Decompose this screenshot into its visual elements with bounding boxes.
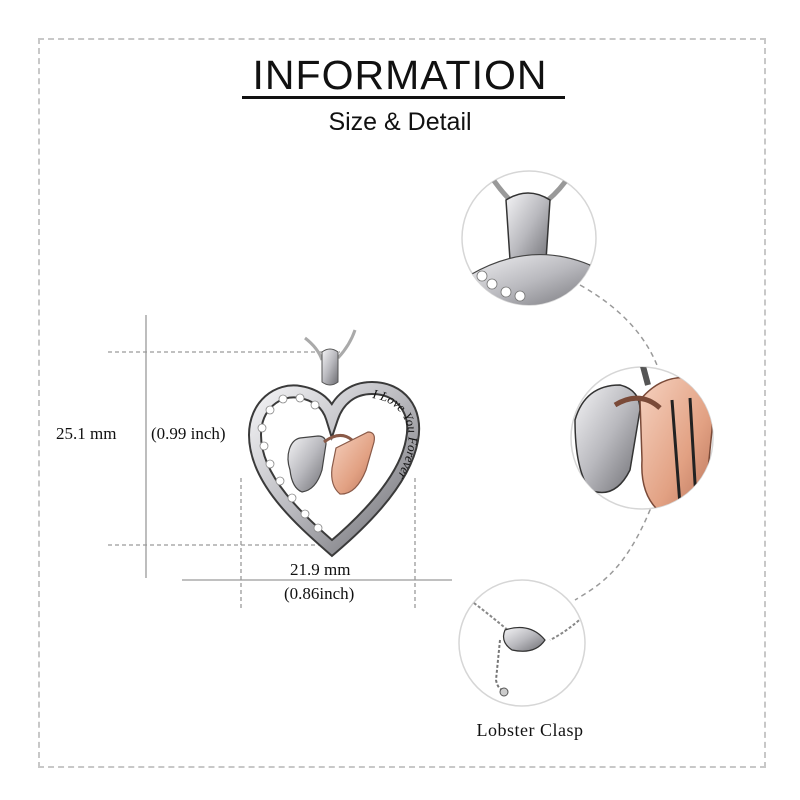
title-underline [242, 96, 565, 99]
detail-clasp [458, 579, 586, 707]
silver-hand [287, 435, 327, 493]
detail-hands [570, 366, 714, 510]
pendant-bail [321, 348, 339, 386]
dimension-lines [108, 315, 452, 608]
chain-links [304, 329, 357, 361]
height-inch-label: (0.99 inch) [151, 424, 226, 443]
stone-row [257, 393, 323, 533]
detail-bail [461, 170, 597, 306]
width-mm-label: 21.9 mm [290, 560, 351, 579]
height-mm-label: 25.1 mm [56, 424, 117, 443]
linked-pinkies [323, 434, 353, 444]
page-title: INFORMATION [252, 52, 548, 98]
width-inch-label: (0.86inch) [284, 584, 355, 603]
connector-arc [574, 284, 669, 601]
rose-gold-hand [331, 431, 375, 495]
page-subtitle: Size & Detail [328, 108, 472, 136]
heart-pendant: I Love You Forever [247, 329, 421, 558]
clasp-caption: Lobster Clasp [476, 720, 584, 740]
dashed-frame [38, 38, 766, 768]
heart-frame-silver [249, 382, 419, 555]
